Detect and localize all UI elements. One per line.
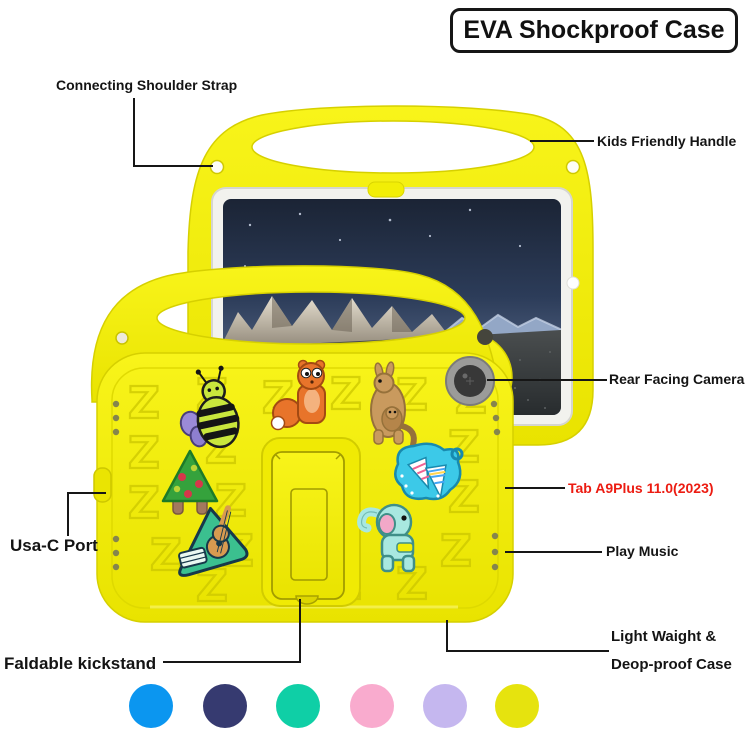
callout-line-strap-vertical: [133, 98, 135, 167]
kickstand-finger-notch: [295, 595, 319, 605]
callout-line-durability-horizontal: [446, 650, 609, 652]
color-swatch-navy: [203, 684, 247, 728]
color-swatch-pink: [350, 684, 394, 728]
annotation-label-usb: Usa-C Port: [10, 536, 98, 555]
speaker-holes: [112, 400, 501, 571]
callout-line-camera: [487, 379, 607, 381]
kickstand-plate: [271, 451, 345, 600]
callout-line-kickstand-horizontal: [163, 661, 301, 663]
annotation-label-handle: Kids Friendly Handle: [597, 133, 737, 149]
annotation-label-music: Play Music: [606, 543, 679, 559]
callout-line-durability-vertical: [446, 620, 448, 652]
callout-line-strap-horizontal: [133, 165, 213, 167]
color-swatch-yellow: [495, 684, 539, 728]
charm-guitar-icon: [178, 505, 249, 577]
callout-line-usb-horizontal: [67, 492, 106, 494]
side-button-notch: [566, 276, 580, 290]
front-camera-notch: [367, 181, 405, 198]
annotation-label-camera: Rear Facing Camera: [609, 371, 745, 387]
charm-squirrel-icon: [270, 359, 326, 431]
callout-line-model: [505, 487, 565, 489]
callout-line-kickstand-vertical: [299, 599, 301, 663]
callout-line-music: [505, 551, 602, 553]
strap-hole-right-icon: [565, 159, 581, 175]
page-title: EVA Shockproof Case: [463, 16, 725, 44]
usb-port-notch: [93, 467, 112, 503]
title-box: EVA Shockproof Case: [450, 8, 738, 53]
charm-bee-icon: [179, 365, 240, 449]
front-case: [90, 265, 514, 623]
charm-kangaroo-icon: [370, 361, 417, 448]
charm-letter-a-icon: [161, 449, 219, 515]
annotation-label-durability-line1: Light Waight &: [611, 628, 717, 645]
front-strap-hole-right-icon: [477, 329, 493, 345]
charm-party-cone-icon: [394, 442, 464, 501]
callout-line-handle: [530, 140, 594, 142]
front-strap-hole-left-icon: [115, 331, 129, 345]
annotation-label-model: Tab A9Plus 11.0(2023): [568, 480, 714, 496]
rear-camera-icon: [445, 356, 495, 406]
color-swatch-teal: [276, 684, 320, 728]
kickstand: [261, 437, 361, 607]
color-swatch-lavender: [423, 684, 467, 728]
annotation-label-durability-line2: Deop-proof Case: [611, 656, 732, 673]
strap-hole-left-icon: [209, 159, 225, 175]
annotation-label-kickstand: Faldable kickstand: [4, 654, 157, 673]
callout-line-usb-vertical: [67, 492, 69, 536]
charm-elephant-icon: [357, 503, 416, 573]
annotation-label-strap: Connecting Shoulder Strap: [56, 77, 238, 93]
color-swatch-blue: [129, 684, 173, 728]
